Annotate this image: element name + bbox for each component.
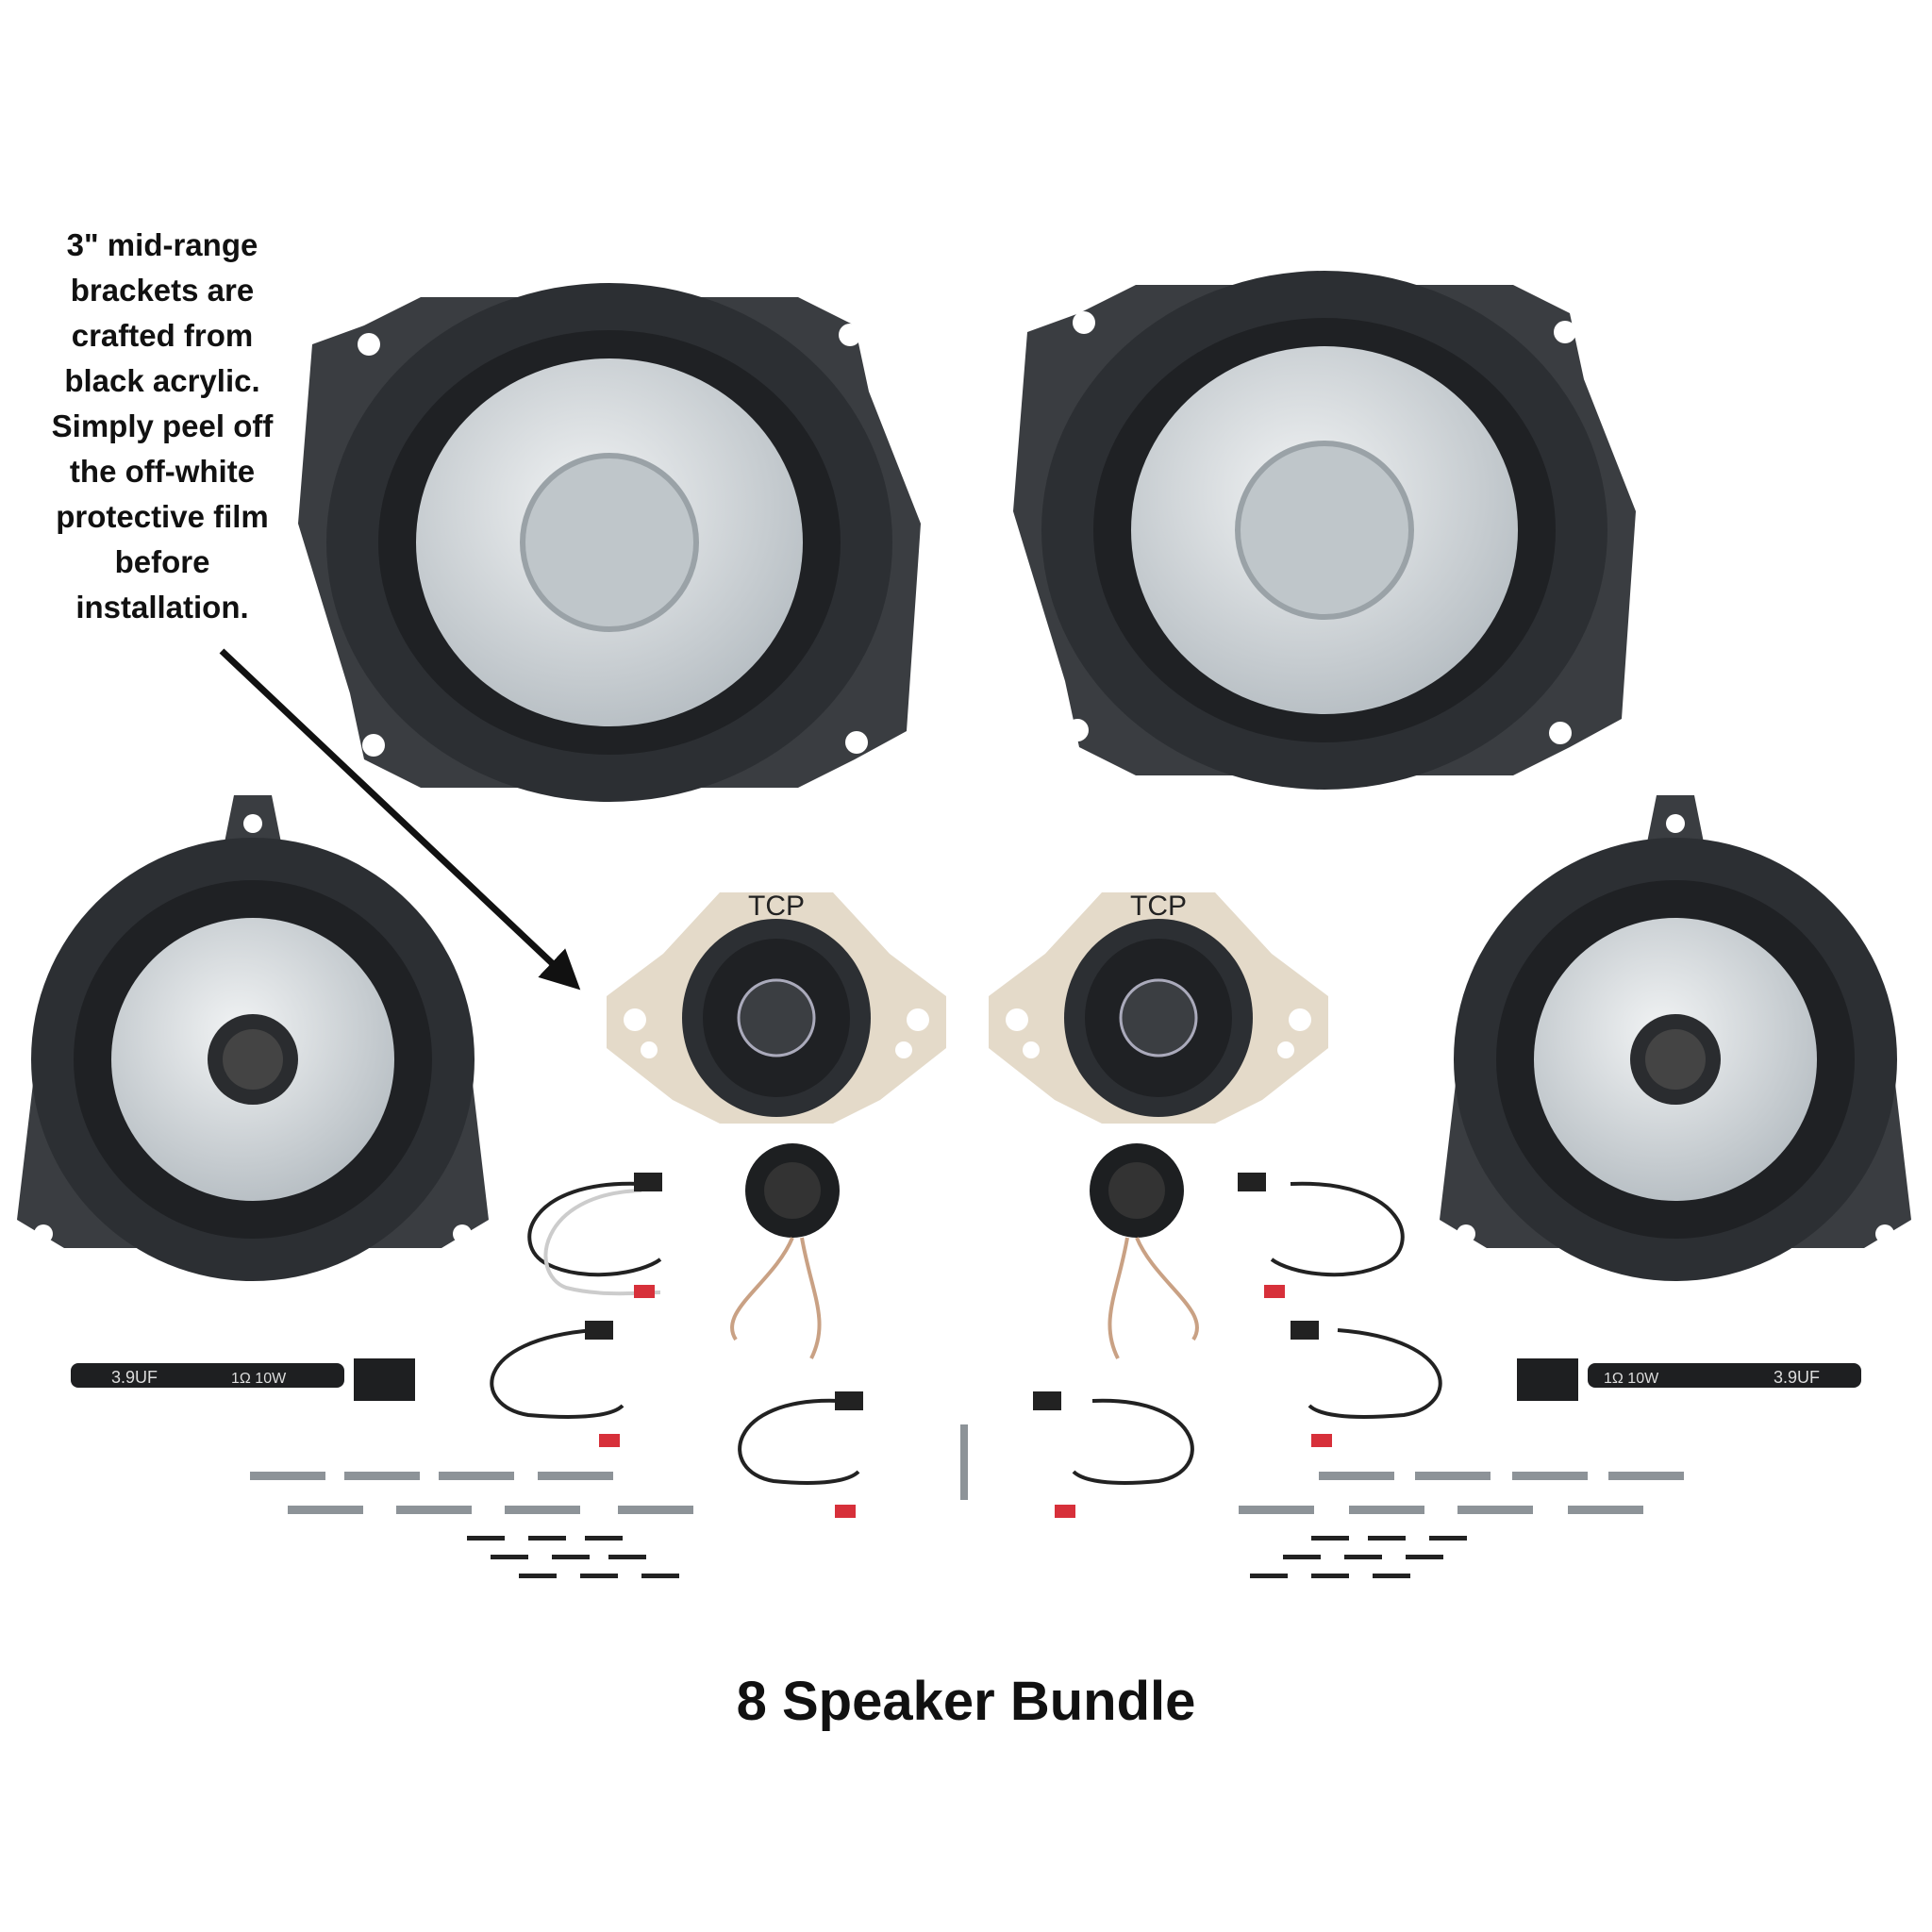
bundle-title: 8 Speaker Bundle bbox=[736, 1671, 1196, 1732]
crossover-left: 3.9UF 1Ω 10W bbox=[71, 1358, 415, 1401]
crossover-res-label: 1Ω 10W bbox=[1604, 1371, 1659, 1387]
bracket-logo-text: TCP bbox=[1130, 891, 1187, 922]
annotation-line: before bbox=[114, 544, 210, 579]
midbass-speaker-left bbox=[298, 283, 921, 802]
coaxial-speaker-left bbox=[17, 795, 489, 1281]
tweeter-right bbox=[1090, 1143, 1199, 1359]
annotation-line: protective film bbox=[56, 499, 269, 534]
pointer-arrow bbox=[219, 648, 581, 991]
crossover-res-label: 1Ω 10W bbox=[231, 1371, 287, 1387]
annotation-line: 3" mid-range bbox=[66, 227, 258, 262]
wire-harnesses bbox=[490, 1181, 1442, 1485]
bracket-logo-text: TCP bbox=[748, 891, 805, 922]
crossover-right: 1Ω 10W 3.9UF bbox=[1517, 1358, 1861, 1401]
crossover-cap-label: 3.9UF bbox=[111, 1368, 158, 1387]
annotation-text: 3" mid-range brackets are crafted from b… bbox=[21, 223, 304, 630]
annotation-line: brackets are bbox=[70, 273, 255, 308]
annotation-line: the off-white bbox=[69, 454, 256, 489]
connectors bbox=[585, 1173, 1332, 1518]
midbass-speaker-right bbox=[1013, 271, 1636, 790]
midrange-bracket-left: TCP bbox=[607, 891, 946, 1124]
tweeter-left bbox=[730, 1143, 840, 1359]
annotation-line: black acrylic. bbox=[64, 363, 260, 398]
crossover-cap-label: 3.9UF bbox=[1774, 1368, 1820, 1387]
annotation-line: crafted from bbox=[71, 318, 254, 353]
mounting-screws bbox=[250, 1424, 1684, 1514]
coaxial-speaker-right bbox=[1440, 795, 1911, 1281]
small-screws bbox=[467, 1536, 1467, 1578]
annotation-line: installation. bbox=[75, 590, 249, 625]
annotation-line: Simply peel off bbox=[51, 408, 274, 443]
midrange-bracket-right: TCP bbox=[989, 891, 1328, 1124]
